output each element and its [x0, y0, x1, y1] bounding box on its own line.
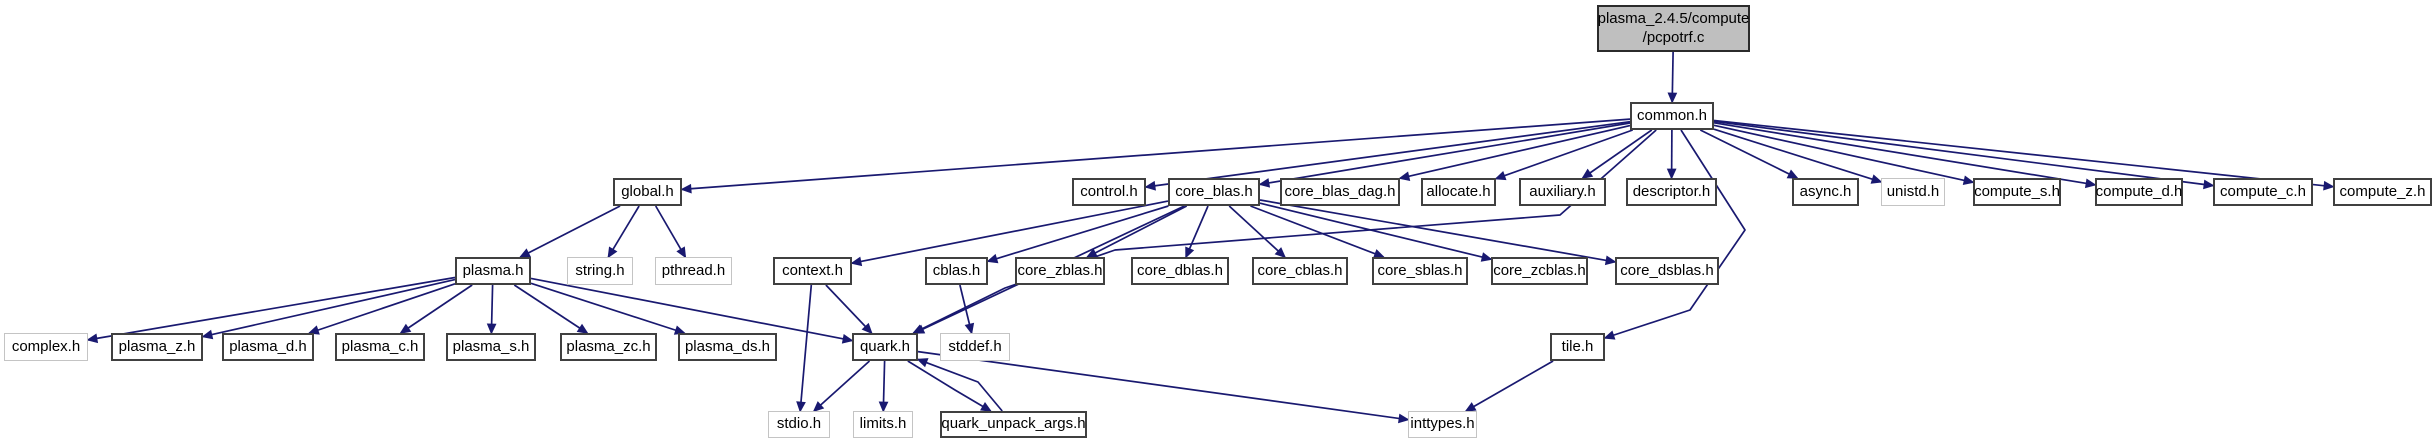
edge-plasma-h-to-plasma-zc-h: [513, 284, 589, 334]
node-plasma-c-h[interactable]: plasma_c.h: [335, 333, 425, 361]
node-compute-s-h[interactable]: compute_s.h: [1973, 178, 2061, 206]
edge-plasma-h-to-plasma-z-h: [201, 278, 456, 340]
node-compute-c-h[interactable]: compute_c.h: [2213, 178, 2313, 206]
node-allocate-h[interactable]: allocate.h: [1421, 178, 1496, 206]
edge-core-blas-h-to-cblas-h: [986, 205, 1169, 264]
node-plasma-z-h[interactable]: plasma_z.h: [111, 333, 203, 361]
node-cblas-h[interactable]: cblas.h: [925, 257, 988, 285]
edge-common-h-to-compute-z-h: [1713, 119, 2335, 191]
node-complex-h: complex.h: [4, 333, 88, 361]
edge-common-h-to-compute-c-h: [1713, 120, 2215, 190]
edge-pcpotrf-c-to-common-h: [1667, 51, 1678, 104]
node-pcpotrf-c: plasma_2.4.5/compute /pcpotrf.c: [1597, 5, 1750, 52]
edge-plasma-h-to-plasma-c-h: [399, 284, 473, 334]
edge-core-blas-h-to-context-h: [850, 200, 1169, 267]
node-common-h[interactable]: common.h: [1630, 102, 1714, 130]
node-stddef-h: stddef.h: [940, 333, 1010, 361]
edge-core-blas-h-to-core-zcblas-h: [1259, 202, 1493, 262]
edge-core-blas-h-to-core-sblas-h: [1250, 205, 1386, 259]
node-pthread-h: pthread.h: [655, 257, 732, 285]
edge-common-h-to-auxiliary-h: [1581, 129, 1653, 179]
node-core-zcblas-h[interactable]: core_zcblas.h: [1491, 257, 1588, 285]
node-plasma-ds-h[interactable]: plasma_ds.h: [678, 333, 777, 361]
edge-common-h-to-core-blas-h: [1258, 122, 1631, 188]
node-control-h[interactable]: control.h: [1072, 178, 1146, 206]
node-plasma-h[interactable]: plasma.h: [455, 257, 531, 285]
node-string-h: string.h: [567, 257, 633, 285]
edge-common-h-to-unistd-h: [1713, 128, 1883, 184]
edge-quark-h-to-quark-unpack-args-h: [907, 360, 993, 412]
edge-plasma-h-to-plasma-d-h: [307, 282, 456, 335]
node-core-cblas-h[interactable]: core_cblas.h: [1252, 257, 1348, 285]
edge-global-h-to-pthread-h: [654, 205, 687, 259]
edge-plasma-h-to-quark-h: [530, 277, 854, 344]
node-context-h[interactable]: context.h: [773, 257, 852, 285]
edge-common-h-to-quark-h: [912, 129, 1657, 334]
edge-common-h-to-async-h: [1699, 129, 1799, 179]
edge-quark-h-to-inttypes-h: [917, 350, 1410, 424]
node-compute-d-h[interactable]: compute_d.h: [2095, 178, 2183, 206]
node-core-blas-dag-h[interactable]: core_blas_dag.h: [1280, 178, 1400, 206]
edge-plasma-h-to-plasma-s-h: [486, 284, 497, 335]
edge-common-h-to-compute-s-h: [1713, 124, 1975, 186]
edge-plasma-h-to-complex-h: [86, 276, 456, 344]
node-unistd-h: unistd.h: [1881, 178, 1945, 206]
edge-common-h-to-allocate-h: [1494, 129, 1633, 181]
node-inttypes-h: inttypes.h: [1408, 411, 1477, 438]
edge-core-blas-h-to-core-cblas-h: [1228, 205, 1287, 259]
edge-common-h-to-core-blas-dag-h: [1398, 124, 1631, 181]
edge-common-h-to-tile-h: [1603, 129, 1746, 340]
node-quark-h[interactable]: quark.h: [852, 333, 918, 361]
node-core-dblas-h[interactable]: core_dblas.h: [1131, 257, 1229, 285]
edge-core-blas-h-to-core-dblas-h: [1185, 205, 1209, 259]
edges-group: [86, 51, 2335, 424]
node-auxiliary-h[interactable]: auxiliary.h: [1519, 178, 1606, 206]
edge-global-h-to-string-h: [607, 205, 640, 259]
node-plasma-d-h[interactable]: plasma_d.h: [222, 333, 314, 361]
node-core-sblas-h[interactable]: core_sblas.h: [1372, 257, 1468, 285]
node-core-zblas-h[interactable]: core_zblas.h: [1015, 257, 1105, 285]
node-plasma-s-h[interactable]: plasma_s.h: [446, 333, 536, 361]
edge-tile-h-to-inttypes-h: [1464, 360, 1554, 412]
edge-quark-unpack-args-h-to-quark-h: [916, 358, 1003, 412]
edge-context-h-to-stdio-h: [796, 284, 813, 413]
edge-cblas-h-to-stddef-h: [959, 284, 975, 335]
edge-plasma-h-to-plasma-ds-h: [530, 282, 686, 335]
edge-common-h-to-compute-d-h: [1713, 121, 2097, 189]
node-compute-z-h[interactable]: compute_z.h: [2333, 178, 2432, 206]
node-stdio-h: stdio.h: [768, 411, 830, 438]
edge-quark-h-to-stdio-h: [812, 360, 871, 413]
edge-global-h-to-plasma-h: [518, 205, 621, 258]
edge-core-blas-h-to-core-dsblas-h: [1259, 199, 1617, 266]
edge-quark-h-to-limits-h: [878, 360, 889, 413]
node-core-blas-h[interactable]: core_blas.h: [1168, 178, 1260, 206]
node-tile-h[interactable]: tile.h: [1550, 333, 1605, 361]
node-limits-h: limits.h: [853, 411, 913, 438]
node-quark-unpack-args-h[interactable]: quark_unpack_args.h: [940, 411, 1087, 438]
node-core-dsblas-h[interactable]: core_dsblas.h: [1615, 257, 1719, 285]
node-plasma-zc-h[interactable]: plasma_zc.h: [560, 333, 657, 361]
node-async-h[interactable]: async.h: [1792, 178, 1859, 206]
edge-core-blas-h-to-core-zblas-h: [1085, 205, 1188, 258]
node-descriptor-h[interactable]: descriptor.h: [1626, 178, 1717, 206]
edge-context-h-to-quark-h: [825, 284, 873, 335]
node-global-h[interactable]: global.h: [613, 178, 682, 206]
